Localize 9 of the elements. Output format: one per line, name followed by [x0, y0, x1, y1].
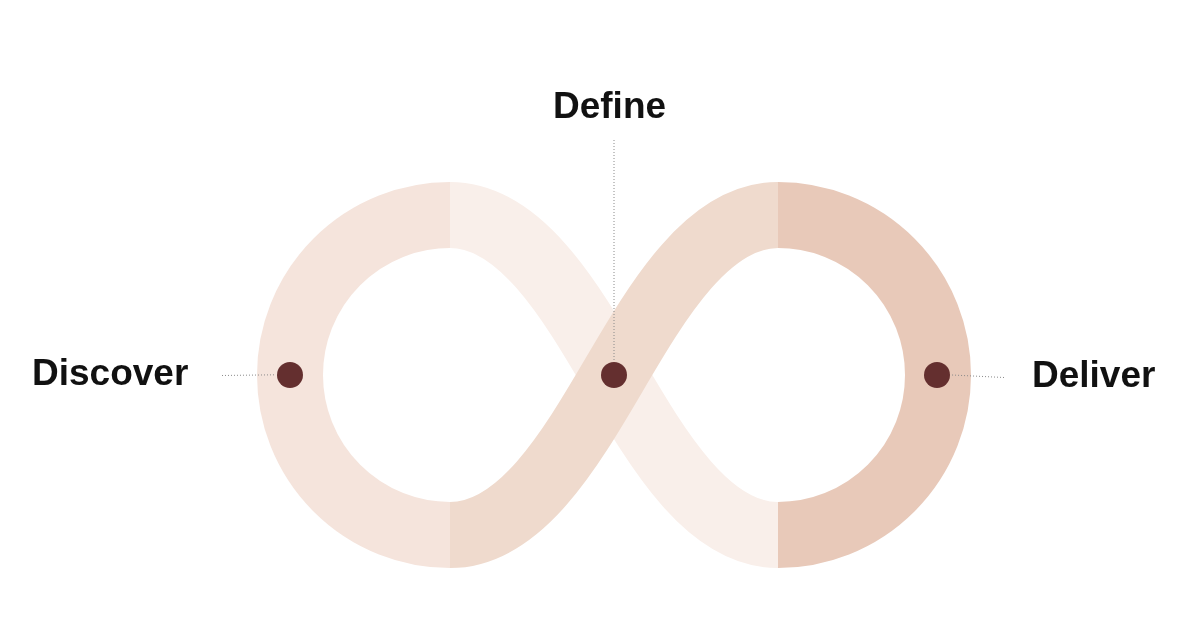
leader-line: [950, 374, 1005, 378]
stage-label: Discover: [32, 354, 189, 391]
stage-label: Define: [553, 87, 667, 124]
leader-line: [613, 139, 615, 362]
dot-marker: [277, 362, 303, 388]
leader-line: [221, 374, 277, 376]
dot-marker: [601, 362, 627, 388]
dot-marker: [924, 362, 950, 388]
stage-label: Deliver: [1032, 356, 1156, 393]
